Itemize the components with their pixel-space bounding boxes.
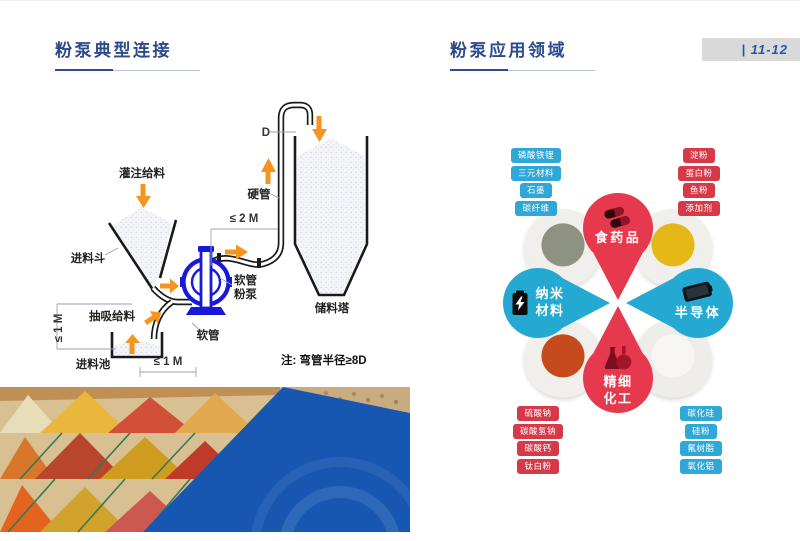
- material-tag: 硅粉: [684, 423, 717, 439]
- pour-down-arrow-icon: [136, 184, 151, 208]
- nano-label-line2: 材料: [535, 303, 565, 318]
- material-tag: 氟树脂: [680, 441, 722, 457]
- food-pharma-label: 食药品: [594, 230, 642, 246]
- max-1m-vertical-label: ≤ 1 M: [53, 314, 65, 343]
- blue-overlay: [143, 387, 410, 532]
- underline-dark-segment: [450, 69, 508, 71]
- underline-dark-segment: [55, 69, 113, 71]
- nano-drop-shape: [503, 268, 610, 338]
- feed-pool-label: 进料池: [76, 357, 111, 371]
- bend-radius-note: 注: 弯管半径≥8D: [281, 353, 367, 367]
- chemical-items-tags: 硫酸钠 碳酸氢钠 碳酸钙 钛白粉: [488, 406, 588, 474]
- material-tag: 碳酸氢钠: [512, 423, 563, 439]
- material-tag: 蛋白粉: [678, 165, 720, 181]
- fine-chemical-drop: 精细 化工: [578, 342, 658, 412]
- silo-down-arrow-icon: [312, 116, 327, 142]
- material-tag: 氧化铝: [680, 458, 722, 474]
- material-tag: 三元材料: [510, 165, 561, 181]
- hose-clamp: [257, 258, 261, 268]
- hose-label: 软管: [197, 328, 220, 342]
- nano-materials-tags: 磷酸铁锂 三元材料 石墨 碳纤维: [486, 148, 586, 216]
- pipe-up-arrow-icon: [261, 158, 276, 184]
- material-tag: 鱼粉: [682, 183, 715, 199]
- connection-diagram: 灌注给料 进料斗 抽吸给料 进料池 软管 软管 粉泵 硬管 ≤ 2 M ≤ 1 …: [53, 101, 369, 377]
- max-2m-label: ≤ 2 M: [230, 213, 259, 225]
- capsules-icon: [604, 207, 630, 228]
- max-1m-horizontal-label: ≤ 1 M: [154, 356, 183, 368]
- dimension-lines: [56, 131, 296, 377]
- storage-tower-label: 储料塔: [315, 301, 350, 315]
- material-tag: 钛白粉: [517, 458, 559, 474]
- material-tag: 碳酸钙: [517, 441, 559, 457]
- nano-drop: 纳米 材料: [498, 275, 578, 331]
- underline-light-segment: [508, 70, 595, 71]
- chip-icon: [682, 281, 713, 302]
- feed-hopper-label: 进料斗: [71, 251, 106, 265]
- semiconductor-items-tags: 碳化硅 硅粉 氟树脂 氧化铝: [651, 406, 751, 474]
- nano-label-line1: 纳米: [535, 286, 565, 302]
- suction-hose-arrow-icon: [144, 311, 162, 325]
- pipe-diameter-label: D: [262, 127, 270, 139]
- right-section-title: 粉泵应用领域: [450, 41, 567, 60]
- food-pharma-drop-shape: [583, 193, 653, 300]
- hard-pipe-label: 硬管: [248, 187, 271, 201]
- food-pharma-drop: 食药品: [578, 194, 658, 258]
- page-number: | 11-12: [741, 42, 788, 57]
- semiconductor-drop: 半导体: [658, 267, 738, 333]
- left-section-title: 粉泵典型连接: [55, 41, 172, 60]
- material-tag: 碳纤维: [515, 200, 557, 216]
- hose-clamp: [217, 253, 221, 262]
- material-tag: 磷酸铁锂: [510, 148, 561, 164]
- feed-hopper-shape: [107, 207, 178, 291]
- material-tag: 硫酸钠: [517, 406, 559, 422]
- fine-chemical-label-line1: 精细: [603, 374, 633, 390]
- pump-label-line2: 粉泵: [234, 287, 257, 301]
- application-diagram: 食药品 纳米 材料 半导体: [480, 136, 780, 481]
- material-tag: 淀粉: [682, 148, 715, 164]
- battery-icon: [512, 290, 528, 315]
- storage-silo-shape: [293, 136, 369, 297]
- material-tag: 石墨: [519, 183, 552, 199]
- right-title-underline: [450, 69, 595, 71]
- suction-feed-label: 抽吸给料: [89, 309, 135, 323]
- fine-chemical-label-line2: 化工: [603, 391, 633, 406]
- semiconductor-label: 半导体: [674, 304, 722, 320]
- page-number-tab: | 11-12: [702, 38, 800, 61]
- pool-up-arrow-icon: [125, 334, 140, 354]
- hopper-hose-right-arrow-icon: [160, 278, 179, 294]
- pour-feed-label: 灌注给料: [119, 166, 165, 180]
- material-tag: 添加剂: [678, 200, 720, 216]
- pump-label-line1: 软管: [234, 273, 257, 287]
- spice-powder-photo: [0, 387, 410, 533]
- food-items-tags: 淀粉 蛋白粉 鱼粉 添加剂: [649, 148, 749, 216]
- pump-icon: [180, 246, 232, 315]
- material-tag: 碳化硅: [680, 406, 722, 422]
- flasks-icon: [604, 346, 632, 370]
- underline-light-segment: [113, 70, 200, 71]
- outlet-right-arrow-icon: [225, 244, 248, 260]
- left-title-underline: [55, 69, 200, 71]
